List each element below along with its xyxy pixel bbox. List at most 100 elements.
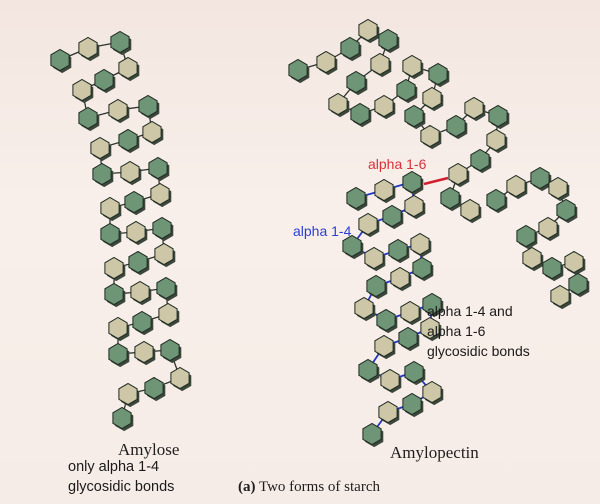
amylopectin-main-ring [403,56,423,80]
amylopectin-main-ring [375,96,395,120]
amylopectin-branch-ring [347,188,367,212]
amylopectin-branch-ring [399,328,419,352]
amylopectin-main-ring [405,106,425,130]
amylopectin-right-ring [507,176,527,200]
amylopectin-branch-ring [377,310,397,334]
amylopectin-branch-ring [423,382,443,406]
amylose-ring [119,58,139,82]
amylopectin-branch-ring [389,240,409,264]
amylopectin-branch-ring [401,302,421,326]
amylose-ring [105,258,125,282]
amylose-label: Amylose [118,440,179,460]
amylopectin-main-ring [471,150,491,174]
amylopectin-main-ring [489,106,509,130]
amylose-ring [135,342,155,366]
amylose-ring [139,96,159,120]
amylose-bond-note-line1: only alpha 1-4 [68,459,159,475]
caption-text: Two forms of starch [256,479,380,495]
amylose-ring [125,192,145,216]
amylopectin-right-ring [539,218,559,242]
figure-caption: (a) Two forms of starch [238,479,380,496]
amylopectin-main-ring [449,164,469,188]
amylopectin-right-ring [543,258,563,282]
amylose-ring [105,284,125,308]
amylose-ring [51,50,71,74]
amylose-ring [119,130,139,154]
amylopectin-label: Amylopectin [390,443,479,463]
amylose-bond-note-line2: glycosidic bonds [68,479,174,495]
amylopectin-right-ring [531,168,551,192]
amylose-ring [161,340,181,364]
caption-letter: (a) [238,479,256,495]
amylopectin-main-ring [317,52,337,76]
amylopectin-main-ring [351,104,371,128]
amylose-ring [127,222,147,246]
amylose-ring [153,218,173,242]
amylose-ring [159,304,179,328]
amylopectin-main-ring [441,188,461,212]
amylose-ring [95,70,115,94]
amylopectin-main-ring [341,38,361,62]
amylopectin-bond-note-line1: alpha 1-4 and [427,303,513,319]
amylopectin-right-ring [565,252,585,276]
amylopectin-main-ring [447,116,467,140]
amylopectin-right-ring [523,248,543,272]
amylose-ring [109,100,129,124]
amylopectin-branch-ring [375,180,395,204]
amylopectin-branch-ring [383,206,403,230]
amylopectin-main-ring [429,64,449,88]
amylopectin-main-ring [379,30,399,54]
amylopectin-right-ring [557,200,577,224]
amylopectin-right-ring [551,286,571,310]
amylopectin-branch-ring [359,360,379,384]
amylopectin-right-ring [487,190,507,214]
amylopectin-branch-ring [403,394,423,418]
amylose-ring [143,122,163,146]
amylopectin-branch-ring [343,236,363,260]
alpha-1-4-label: alpha 1-4 [293,223,351,239]
amylopectin-main-ring [487,130,507,154]
amylopectin-right-ring [517,226,537,250]
amylopectin-branch-ring [411,234,431,258]
amylopectin-main-ring [397,80,417,104]
amylose-ring [101,198,121,222]
amylopectin-branch-ring [365,248,385,272]
amylopectin-main-ring [423,88,443,112]
amylopectin-right-ring [569,274,589,298]
amylopectin-branch-ring [381,370,401,394]
amylose-ring [151,184,171,208]
amylopectin-branch-ring [413,258,433,282]
amylopectin-branch-ring [391,268,411,292]
alpha-1-6-bond [424,178,448,184]
amylose-ring [93,164,113,188]
amylose-ring [145,378,165,402]
amylose-ring [113,408,133,432]
amylopectin-bond-note-line2: alpha 1-6 [427,323,485,339]
amylose-ring [119,384,139,408]
amylose-ring [79,108,99,132]
amylose-ring [109,344,129,368]
amylopectin-branch-ring [363,424,383,448]
amylopectin-branch-ring [405,362,425,386]
amylose-ring [79,38,99,62]
amylose-ring [129,252,149,276]
amylopectin-right-ring [549,178,569,202]
amylopectin-main-ring [461,200,481,224]
amylose-ring [155,244,175,268]
amylose-ring [101,224,121,248]
amylose-ring [121,162,141,186]
amylopectin-main-ring [289,60,309,84]
amylose-ring [73,80,93,104]
amylopectin-main-ring [329,94,349,118]
amylose-ring [149,158,169,182]
amylose-ring [91,138,111,162]
amylose-ring [133,312,153,336]
amylose-ring [109,318,129,342]
amylopectin-branch-ring [355,298,375,322]
amylose-ring [131,282,151,306]
amylopectin-main-ring [371,54,391,78]
amylopectin-main-ring [421,126,441,150]
amylose-ring [157,278,177,302]
amylopectin-main-ring [359,20,379,44]
